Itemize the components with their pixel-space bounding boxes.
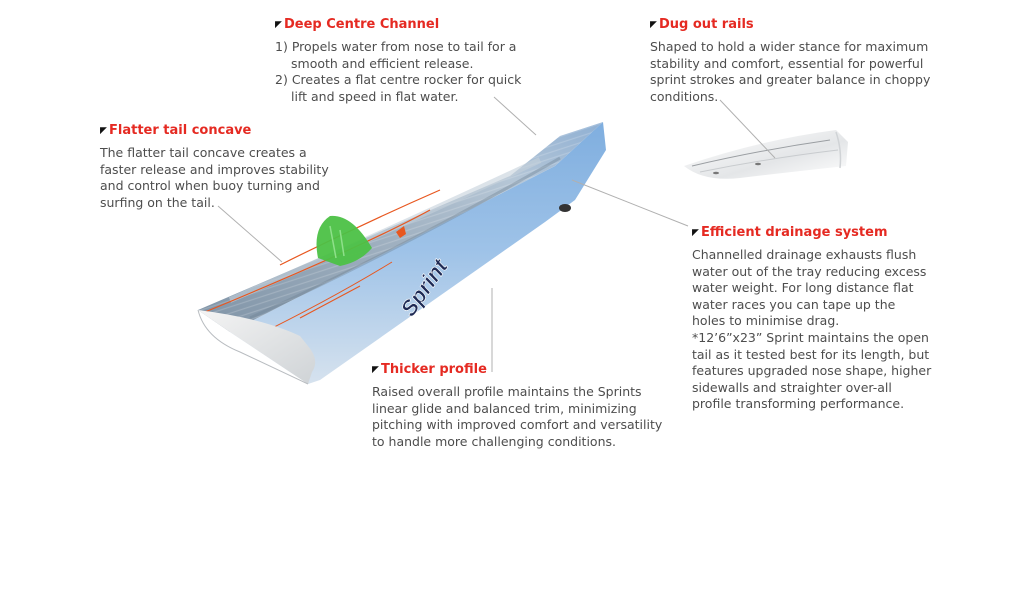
callout-note: *12’6”x23” Sprint maintains the open tai… (692, 329, 932, 412)
corner-marker-icon: ◤ (275, 20, 282, 30)
callout-title: ◤Deep Centre Channel (275, 17, 440, 32)
corner-marker-icon: ◤ (372, 365, 379, 375)
list-item: 2) Creates a flat centre rocker for quic… (275, 72, 522, 104)
callout-title: ◤Dug out rails (650, 17, 754, 32)
callout-dug-out-rails: ◤Dug out rails Shaped to hold a wider st… (650, 16, 935, 105)
rail-detail (684, 130, 848, 179)
deck-pinstripe (279, 189, 441, 266)
callout-efficient-drainage: ◤Efficient drainage system Channelled dr… (692, 224, 932, 413)
callout-deep-centre-channel: ◤Deep Centre Channel 1) Propels water fr… (275, 16, 525, 105)
callout-flatter-tail-concave: ◤Flatter tail concave The flatter tail c… (100, 122, 335, 211)
callout-body: The flatter tail concave creates a faste… (100, 145, 329, 210)
callout-body: Shaped to hold a wider stance for maximu… (650, 39, 931, 104)
callout-body: Raised overall profile maintains the Spr… (372, 384, 663, 449)
board-side (230, 122, 606, 384)
leader-line (719, 99, 776, 159)
corner-marker-icon: ◤ (650, 20, 657, 30)
callout-body: Channelled drainage exhausts flush water… (692, 247, 927, 329)
board-tail (198, 310, 316, 384)
leader-line (571, 179, 689, 227)
list-item: 1) Propels water from nose to tail for a… (275, 39, 517, 71)
callout-title: ◤Thicker profile (372, 362, 487, 377)
feature-list: 1) Propels water from nose to tail for a… (275, 39, 525, 105)
leader-line (217, 205, 283, 263)
corner-marker-icon: ◤ (100, 126, 107, 136)
callout-title: ◤Flatter tail concave (100, 123, 252, 138)
callout-title: ◤Efficient drainage system (692, 225, 888, 240)
deck-logo-icon (396, 226, 406, 238)
deck-pinstripe (299, 285, 361, 319)
leader-line (493, 96, 537, 136)
corner-marker-icon: ◤ (692, 228, 699, 238)
callout-thicker-profile: ◤Thicker profile Raised overall profile … (372, 361, 667, 450)
